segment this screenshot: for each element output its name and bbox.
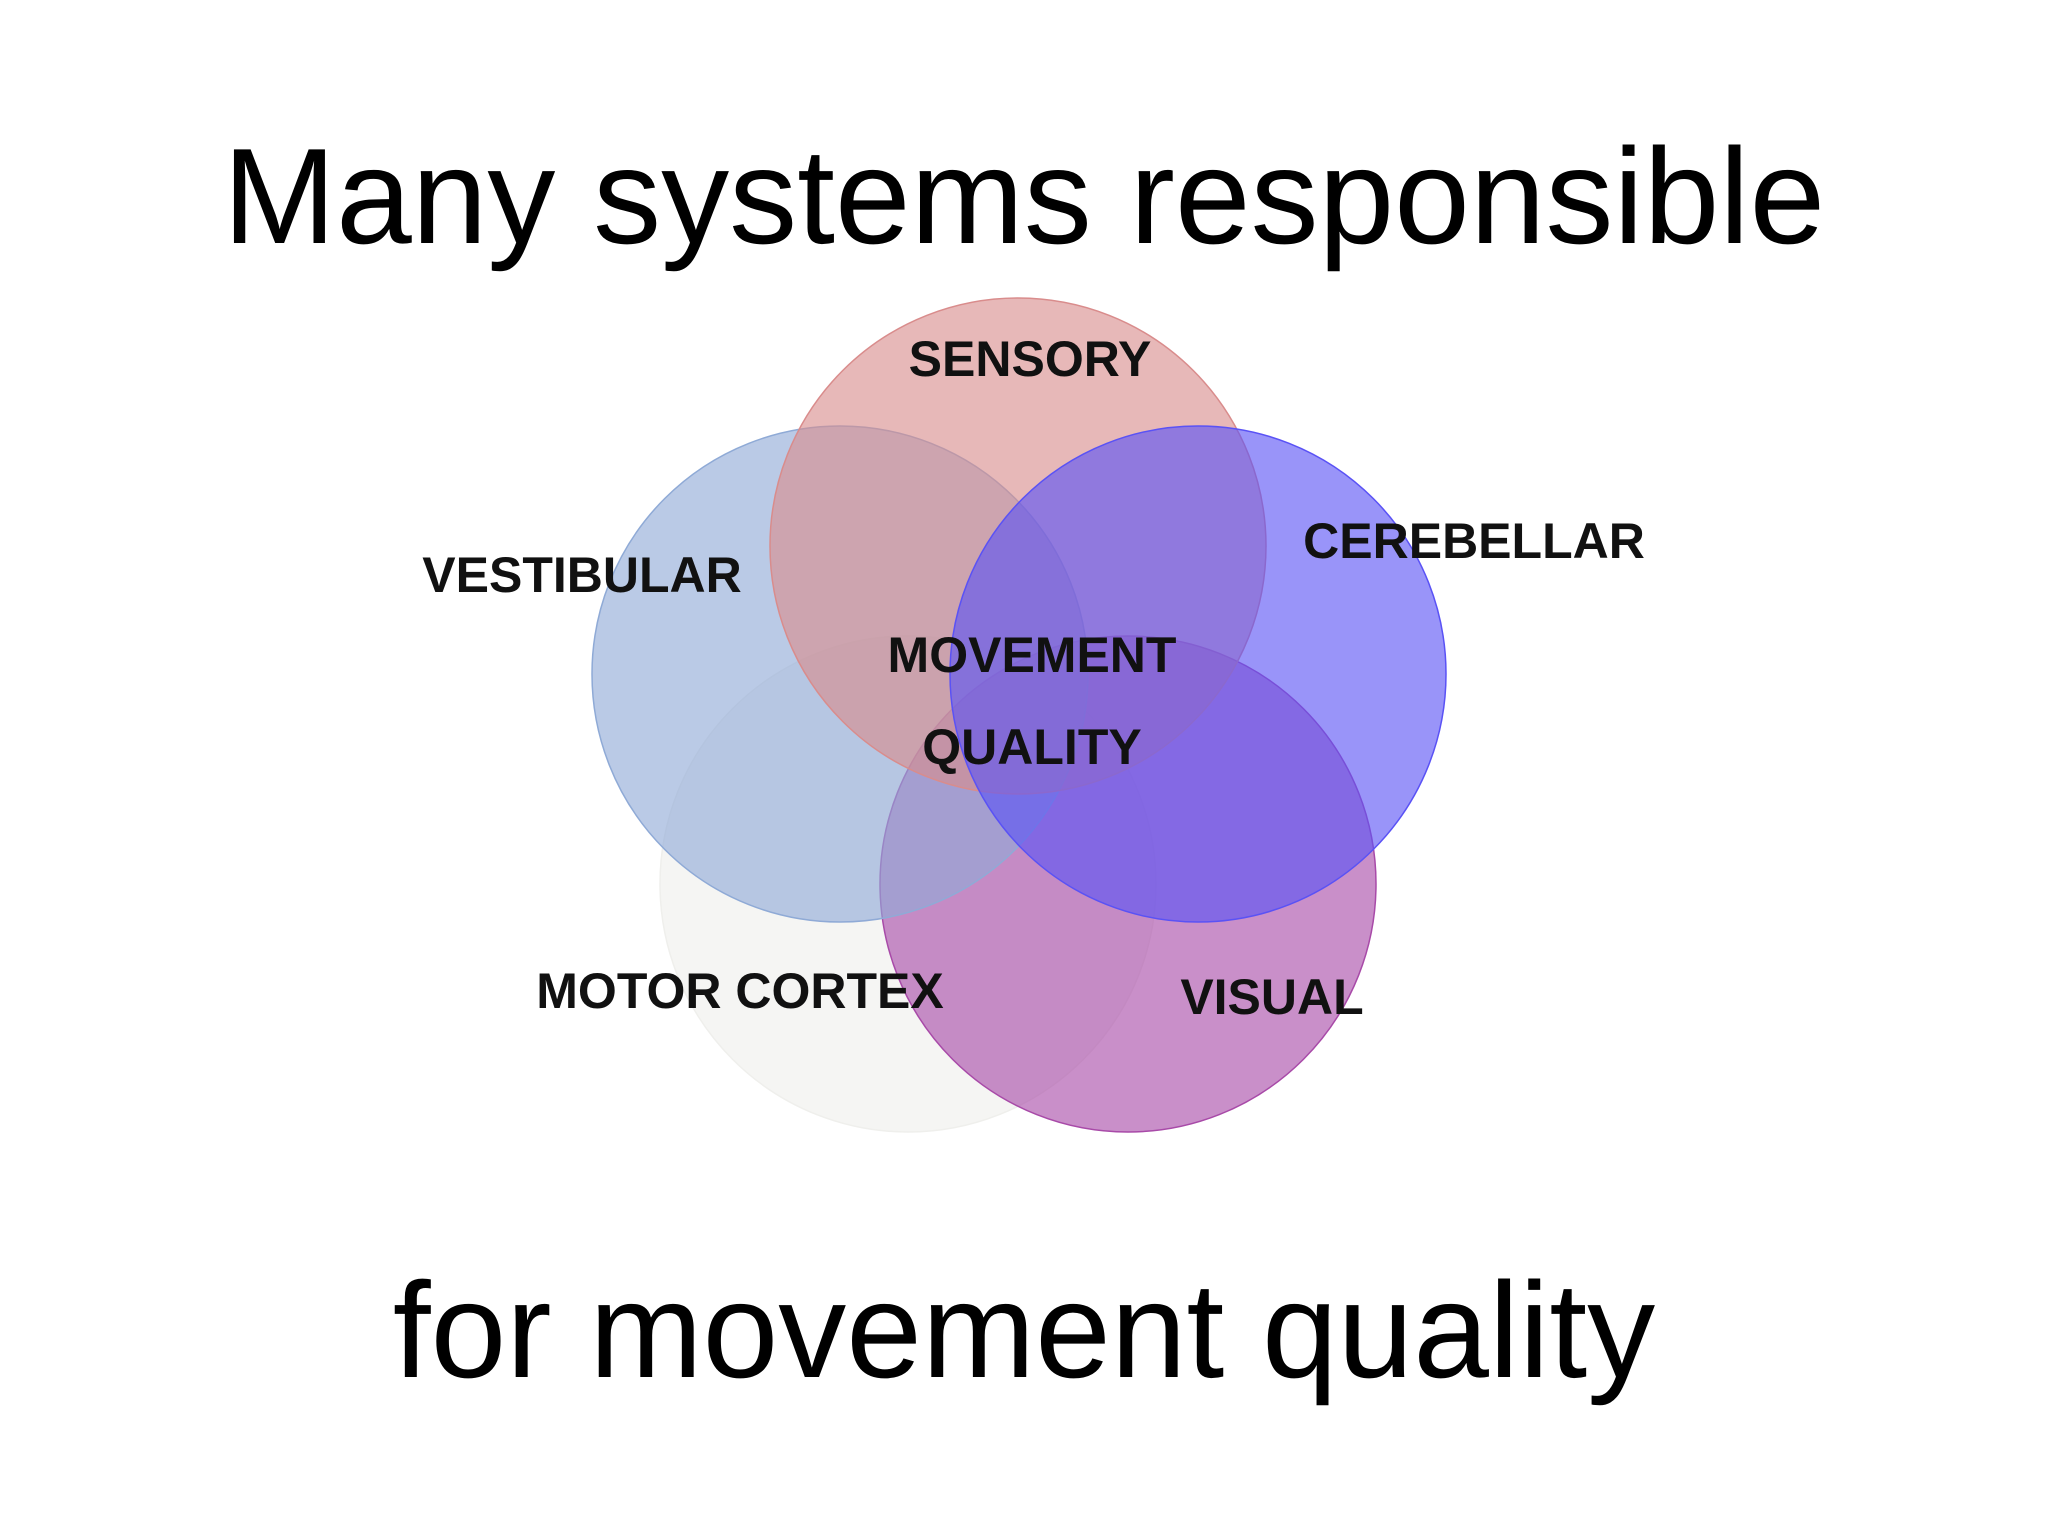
label-center-line2: QUALITY (922, 719, 1141, 775)
label-vestibular: VESTIBULAR (422, 547, 741, 603)
label-motor-cortex: MOTOR CORTEX (536, 963, 943, 1019)
circle-cerebellar (949, 425, 1447, 923)
label-visual: VISUAL (1180, 969, 1363, 1025)
slide-subtitle: for movement quality (392, 1254, 1656, 1406)
slide-title: Many systems responsible (222, 120, 1826, 272)
label-center-line1: MOVEMENT (888, 627, 1177, 683)
label-cerebellar: CEREBELLAR (1303, 513, 1645, 569)
label-sensory: SENSORY (909, 331, 1152, 387)
